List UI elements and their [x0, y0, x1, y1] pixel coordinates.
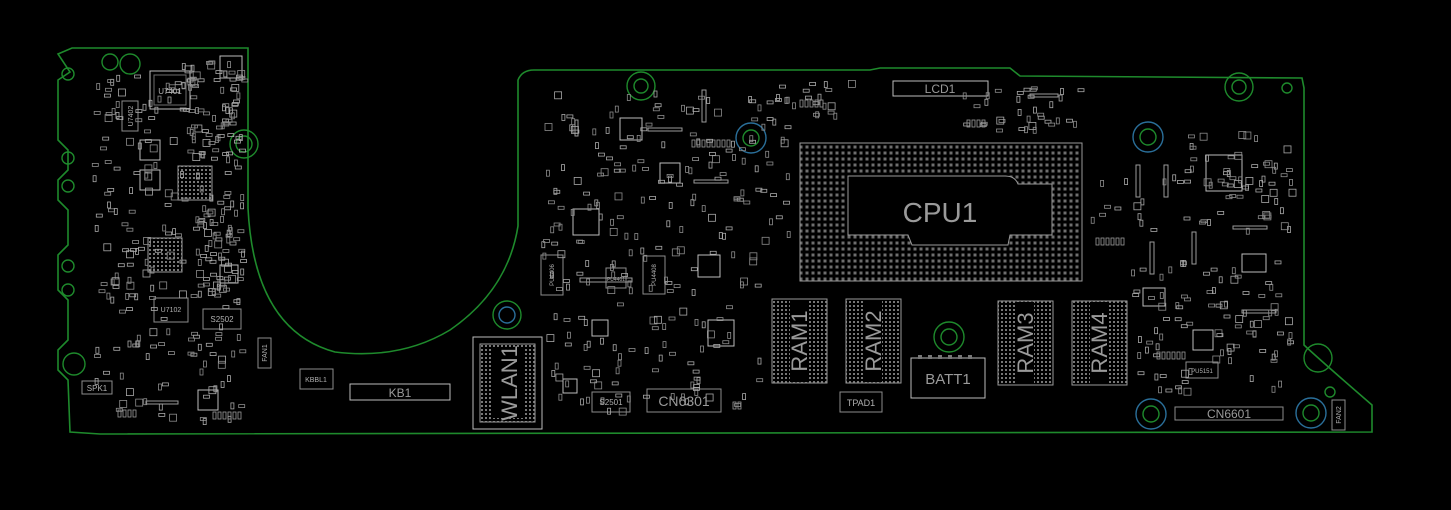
mid-ic-5 [707, 319, 735, 347]
u7402-chip: U7402 [121, 100, 139, 132]
u7102-label: U7102 [161, 307, 182, 314]
lcd1-label: LCD1 [925, 82, 956, 96]
mount-hole [492, 300, 522, 330]
pu4401-label: PU4401 [607, 277, 625, 283]
mount-hole [62, 352, 86, 376]
ram3-chip: RAM3 [997, 300, 1054, 386]
wlan1-label: WLAN1 [497, 345, 522, 421]
right-ic-2 [1142, 287, 1166, 307]
left-ic-1 [139, 139, 161, 161]
cn6601-label: CN6601 [1207, 407, 1251, 421]
cpu1-label: CPU1 [903, 197, 978, 228]
kbbl1-label: KBBL1 [305, 377, 327, 384]
spk1-connector: SPK1 [81, 380, 113, 395]
pu4408-chip: PU4408 [642, 255, 666, 295]
kb1-label: KB1 [389, 386, 412, 400]
left-bga-1 [177, 165, 213, 201]
batt1-connector: BATT1 [910, 355, 986, 399]
fan1-label: FAN1 [262, 344, 269, 362]
mid-ic-7 [562, 378, 578, 394]
cn6601-connector: CN6601 [1174, 406, 1284, 421]
s2501-switch: S2501 [591, 391, 631, 413]
ram3-label: RAM3 [1013, 312, 1038, 373]
mid-ic-1 [572, 208, 600, 236]
mount-hole [626, 71, 656, 101]
spk1-label: SPK1 [87, 384, 108, 393]
mount-hole [229, 129, 259, 159]
passive-components [91, 60, 1297, 426]
s2501-label: S2501 [599, 398, 623, 407]
s2502-switch: S2502 [202, 308, 242, 330]
pu5151-chip: PU5151 [1185, 361, 1219, 379]
u7402-label: U7402 [128, 106, 135, 127]
mid-ic-3 [659, 162, 681, 184]
left-ic-4 [197, 389, 219, 411]
ram4-chip: RAM4 [1071, 300, 1128, 386]
mount-hole [1303, 343, 1333, 373]
ram4-label: RAM4 [1087, 312, 1112, 373]
cpu1: CPU1 [799, 142, 1083, 282]
cn6301-connector: CN6301 [646, 388, 722, 413]
ram1-label: RAM1 [787, 310, 812, 371]
mid-ic-4 [697, 254, 721, 278]
pu5151-label: PU5151 [1191, 369, 1213, 375]
right-ic-4 [1192, 329, 1214, 351]
mid-ic-6 [591, 319, 609, 337]
left-ic-2 [139, 169, 161, 191]
lcd1-connector: LCD1 [892, 80, 989, 97]
mount-hole [933, 321, 965, 353]
mount-hole [1135, 398, 1167, 430]
right-ic-3 [1241, 253, 1267, 273]
board-outline-left [56, 47, 1373, 435]
batt1-label: BATT1 [925, 371, 971, 388]
fan2-connector: FAN2 [1331, 399, 1346, 431]
ram1-chip: RAM1 [771, 298, 828, 384]
mount-hole [735, 122, 767, 154]
mount-hole [1224, 72, 1254, 102]
u7102-chip: U7102 [153, 297, 189, 323]
tpad1-label: TPAD1 [847, 398, 875, 408]
tpad1-connector: TPAD1 [839, 391, 883, 413]
fan1-connector: FAN1 [257, 337, 272, 369]
fan2-label: FAN2 [1336, 406, 1343, 424]
pu4406-chip: PU4406 [540, 254, 564, 296]
left-bga-2 [147, 237, 183, 273]
u7401-label: U7401 [158, 87, 182, 96]
mount-hole [1295, 397, 1327, 429]
ram2-chip: RAM2 [845, 298, 902, 384]
ram2-label: RAM2 [861, 310, 886, 371]
kbbl1-connector: KBBL1 [299, 368, 334, 390]
kb1-connector: KB1 [349, 383, 451, 401]
right-ic-1 [1205, 154, 1243, 192]
pu4408-label: PU4408 [652, 263, 658, 285]
s2502-label: S2502 [210, 315, 234, 324]
mid-ic-2 [619, 117, 643, 141]
wlan1-module: WLAN1 [472, 336, 543, 430]
mount-hole [1132, 121, 1164, 153]
pu4406-label: PU4406 [550, 263, 556, 285]
